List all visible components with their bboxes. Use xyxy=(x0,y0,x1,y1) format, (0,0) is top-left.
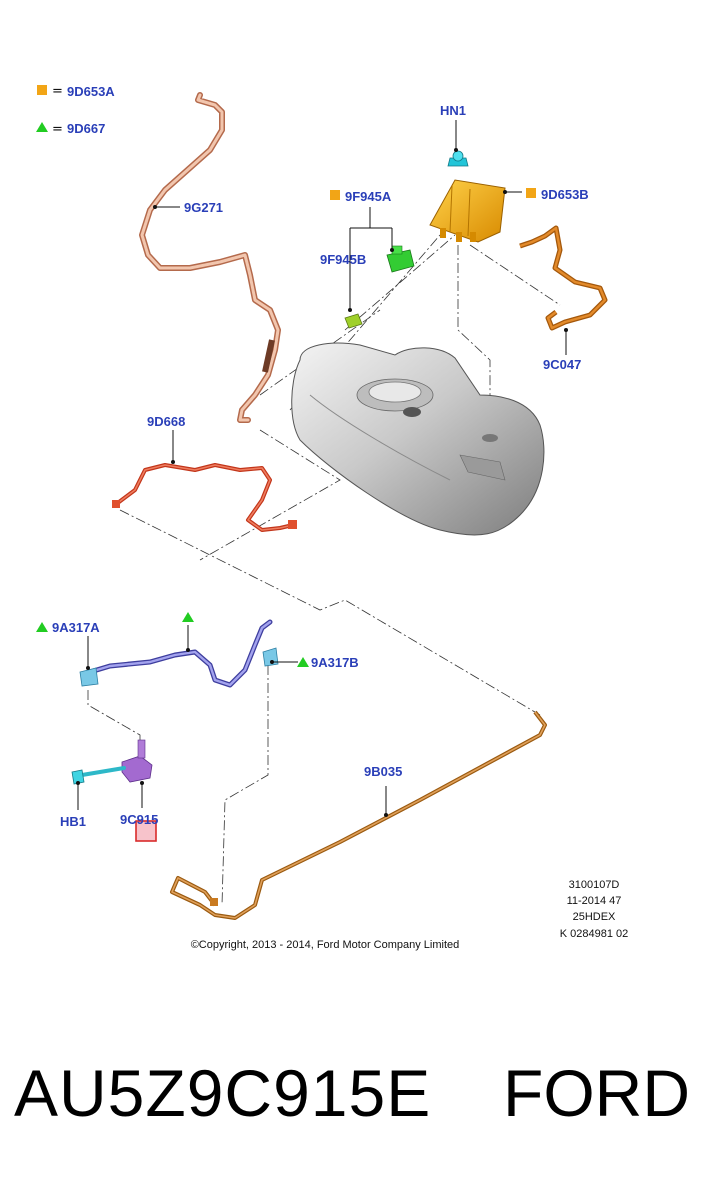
label-9c047: 9C047 xyxy=(543,357,581,372)
legend-equals-2: = xyxy=(52,122,63,137)
label-hb1: HB1 xyxy=(60,814,86,829)
evap-canister xyxy=(429,179,506,243)
highlight-9c915-box xyxy=(135,820,157,842)
marker-triangle-hose xyxy=(182,612,194,622)
bolt-hb1 xyxy=(71,766,126,785)
marker-square-9f945a xyxy=(330,190,340,200)
meta-line-2: 11-2014 47 xyxy=(567,895,622,907)
tube-9c047 xyxy=(519,225,608,331)
label-9f945b: 9F945B xyxy=(320,252,366,267)
label-hn1: HN1 xyxy=(440,103,466,118)
legend-equals: = xyxy=(52,84,63,99)
leader-lines xyxy=(87,234,561,906)
label-9b035: 9B035 xyxy=(364,764,402,779)
fuel-system-diagram: = 9D653A = 9D667 xyxy=(36,84,629,951)
part-number: AU5Z9C915E xyxy=(14,1056,432,1130)
meta-line-3: 25HDEX xyxy=(573,911,616,923)
meta-line-1: 3100107D xyxy=(569,879,620,891)
label-9d668: 9D668 xyxy=(147,414,185,429)
legend-square-code: 9D653A xyxy=(67,84,115,99)
label-leaders xyxy=(76,120,568,817)
label-9a317b: 9A317B xyxy=(311,655,359,670)
valve-9f945a xyxy=(344,313,363,329)
label-9f945a: 9F945A xyxy=(345,189,392,204)
label-9d653b: 9D653B xyxy=(541,187,589,202)
marker-square-9d653b xyxy=(526,188,536,198)
clip-hn1 xyxy=(447,150,469,167)
legend-square-icon xyxy=(37,85,47,95)
fuel-line-9b035 xyxy=(170,710,547,920)
hose-9d668 xyxy=(112,463,297,532)
marker-triangle-9a317b xyxy=(297,657,309,667)
valve-9f945b xyxy=(386,245,415,273)
tube-9g271 xyxy=(139,92,281,423)
label-9g271: 9G271 xyxy=(184,200,223,215)
marker-triangle-9a317a xyxy=(36,622,48,632)
legend-triangle-code: 9D667 xyxy=(67,121,105,136)
brand-name: FORD xyxy=(503,1056,690,1130)
copyright-notice: ©Copyright, 2013 - 2014, Ford Motor Comp… xyxy=(191,939,460,951)
fuel-tank xyxy=(291,342,545,536)
legend-triangle-icon xyxy=(36,122,48,132)
label-9c915: 9C915 xyxy=(120,812,158,827)
legend: = 9D653A = 9D667 xyxy=(36,84,115,137)
hose-9a317 xyxy=(79,619,279,688)
meta-line-4: K 0284981 02 xyxy=(560,928,629,940)
valve-9c915 xyxy=(121,739,153,783)
label-9a317a: 9A317A xyxy=(52,620,100,635)
drawing-metadata: 3100107D 11-2014 47 25HDEX K 0284981 02 xyxy=(560,879,629,940)
